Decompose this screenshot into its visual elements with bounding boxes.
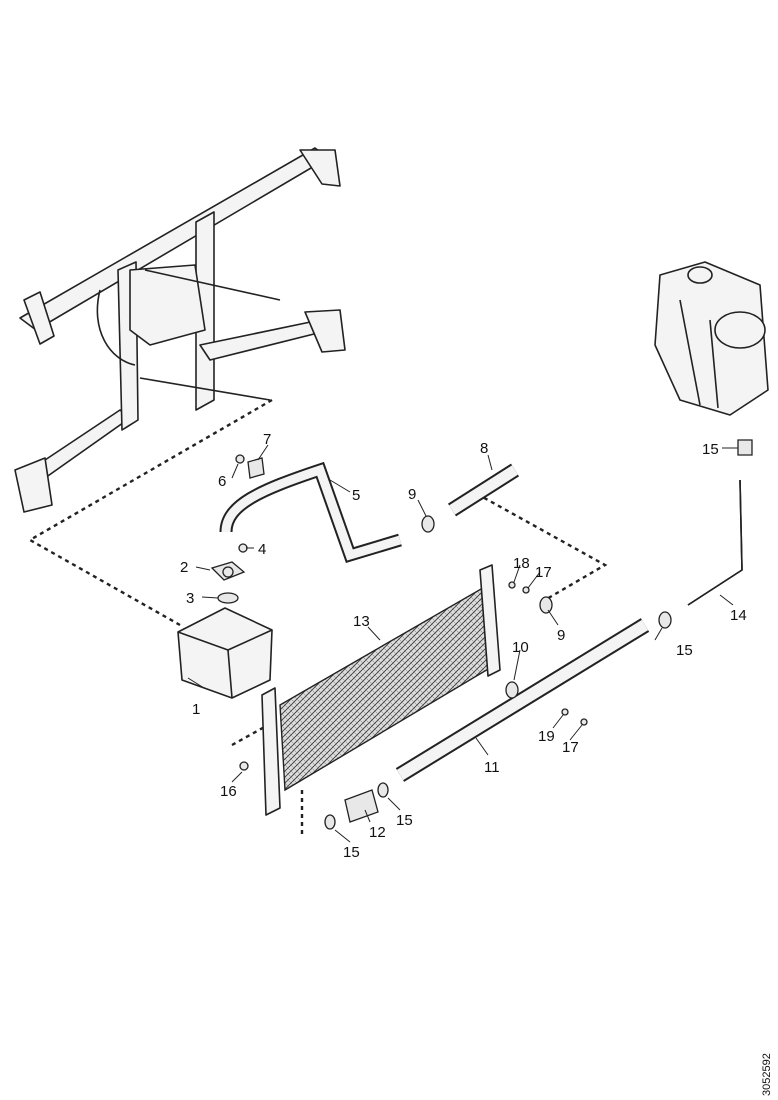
callout-15-hose: 15 [676, 642, 693, 659]
callout-15-right: 15 [396, 812, 413, 829]
callout-15-tank: 15 [702, 441, 719, 458]
chassis-frame [14, 147, 346, 513]
callout-16: 16 [220, 783, 237, 800]
reservoir-1 [177, 561, 273, 699]
hose-8 [421, 463, 520, 533]
hose-14 [658, 479, 743, 629]
callout-6: 6 [218, 473, 226, 490]
callout-8: 8 [480, 440, 488, 457]
expansion-tank [654, 261, 769, 456]
callout-19: 19 [538, 728, 555, 745]
callout-2: 2 [180, 559, 188, 576]
small-fittings [239, 581, 588, 830]
hose-11 [395, 618, 650, 782]
callout-17-lower: 17 [562, 739, 579, 756]
callout-11: 11 [484, 759, 500, 776]
callout-18: 18 [513, 555, 530, 572]
callout-9-lower: 9 [557, 627, 565, 644]
callout-5: 5 [352, 487, 360, 504]
callout-4: 4 [258, 541, 266, 558]
callout-15-left: 15 [343, 844, 360, 861]
callout-17-upper: 17 [535, 564, 552, 581]
callout-9-upper: 9 [408, 486, 416, 503]
reference-code: 3052592 [761, 1053, 773, 1096]
callout-10: 10 [512, 639, 529, 656]
mounting-guides [27, 398, 608, 835]
callout-7: 7 [263, 431, 271, 448]
callout-13: 13 [353, 613, 370, 630]
callout-14: 14 [730, 607, 747, 624]
callout-1: 1 [192, 701, 200, 718]
callout-labels: 1 2 3 4 5 6 7 8 9 9 10 11 12 13 14 15 15… [180, 431, 747, 861]
leader-lines [187, 444, 738, 843]
callout-12: 12 [369, 824, 386, 841]
radiator-13 [261, 564, 501, 816]
callout-3: 3 [186, 590, 194, 607]
hose-5 [219, 454, 402, 564]
